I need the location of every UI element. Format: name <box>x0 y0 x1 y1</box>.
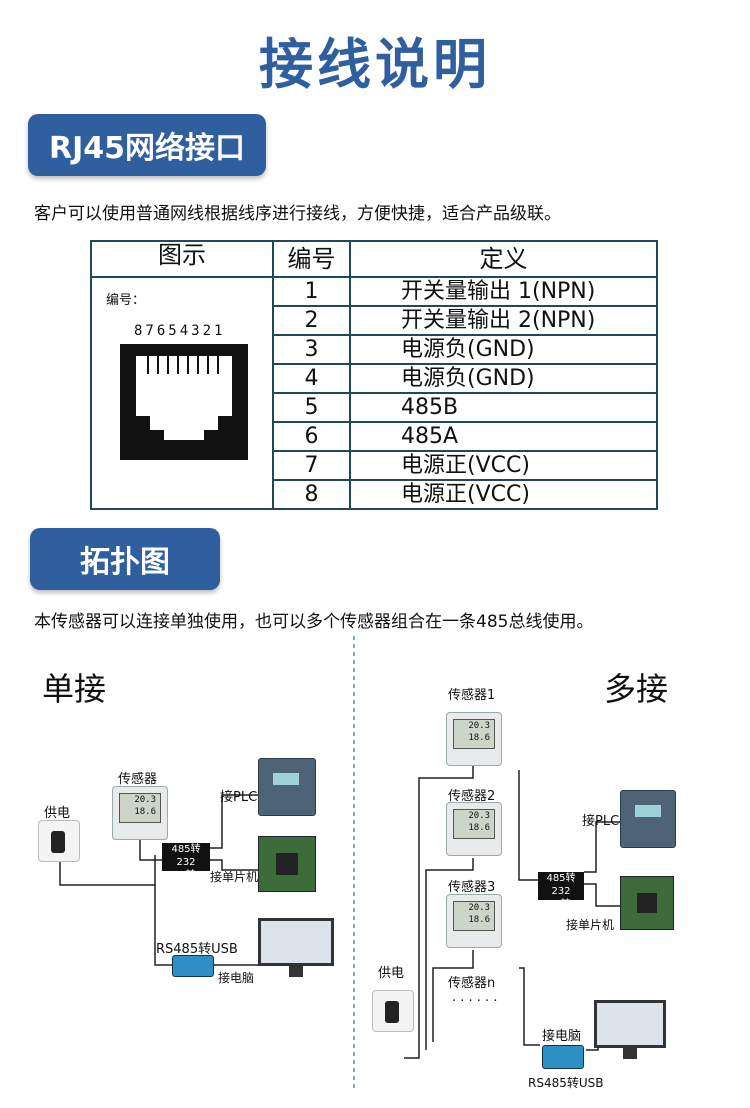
reading-line2: 18.6 <box>468 823 490 833</box>
multi-plc-label: 接PLC <box>582 814 620 829</box>
table-header-definition: 定义 <box>349 240 658 278</box>
pin-definition: 开关量输出 1(NPN) <box>349 276 658 307</box>
multi-usb-converter-icon <box>542 1045 584 1069</box>
figure-pin-digits: 87654321 <box>134 323 226 339</box>
single-plc-label: 接PLC <box>220 790 258 805</box>
plc-device-icon <box>258 758 316 816</box>
pin-number: 2 <box>272 305 351 336</box>
pin-number: 6 <box>272 421 351 452</box>
table-header-number: 编号 <box>272 240 351 278</box>
pin-definition: 开关量输出 2(NPN) <box>349 305 658 336</box>
topology-description: 本传感器可以连接单独使用，也可以多个传感器组合在一条485总线使用。 <box>34 612 594 632</box>
page-title: 接线说明 <box>259 33 491 96</box>
multi-sensor1-device: 20.3 18.6 <box>446 712 502 766</box>
pin-number: 4 <box>272 363 351 394</box>
single-heading: 单接 <box>42 670 107 708</box>
pin-definition: 电源负(GND) <box>349 363 658 394</box>
single-power-label: 供电 <box>44 806 71 821</box>
section-badge-topology: 拓扑图 <box>30 528 220 590</box>
mcu-board-icon <box>258 836 316 892</box>
pin-number: 8 <box>272 479 351 510</box>
multi-mcu-board-icon <box>620 876 674 930</box>
table-header-row: 图示 编号 定义 <box>90 240 658 278</box>
multi-mcu-label: 接单片机 <box>566 918 615 932</box>
multi-converter: 485转232 485转IC <box>538 872 584 910</box>
usb-converter-icon <box>172 955 214 977</box>
reading-line1: 20.3 <box>468 811 490 821</box>
single-sensor-label: 传感器 <box>118 772 158 787</box>
multi-power-label: 供电 <box>378 966 405 981</box>
rj45-figure-cell: 编号： 87654321 <box>90 276 274 510</box>
multi-usb-label: RS485转USB <box>528 1076 604 1090</box>
multi-dots: · · · · · · <box>452 994 498 1009</box>
multi-heading: 多接 <box>604 670 669 708</box>
topology-divider <box>353 636 355 1088</box>
single-usb-label: RS485转USB <box>156 942 238 957</box>
table-header-figure: 图示 <box>90 240 274 278</box>
single-converter: 485转232 485转IC <box>162 843 210 881</box>
converter-line1: 485转232 <box>171 844 201 868</box>
multi-computer-monitor-icon <box>594 1000 666 1059</box>
reading-line2: 18.6 <box>468 915 490 925</box>
multi-sensor3-device: 20.3 18.6 <box>446 894 502 948</box>
pin-definition: 电源正(VCC) <box>349 479 658 510</box>
reading-line1: 20.3 <box>468 903 490 913</box>
rj45-port-icon <box>120 344 248 460</box>
single-mcu-label: 接单片机 <box>210 870 259 884</box>
section-badge-rj45: RJ45网络接口 <box>28 114 266 176</box>
multi-sensor2-label: 传感器2 <box>448 789 496 804</box>
pin-number: 3 <box>272 334 351 365</box>
multi-plc-device-icon <box>620 790 676 848</box>
reading-line2: 18.6 <box>134 807 156 817</box>
rj45-description: 客户可以使用普通网线根据线序进行接线，方便快捷，适合产品级联。 <box>34 204 561 224</box>
figure-label: 编号： <box>106 293 146 308</box>
multi-sensorn-label: 传感器n <box>448 976 496 991</box>
pin-definition: 485B <box>349 392 658 423</box>
multi-sensor2-device: 20.3 18.6 <box>446 802 502 856</box>
pin-number: 1 <box>272 276 351 307</box>
multi-power-outlet-icon <box>372 990 414 1032</box>
multi-pc-label: 接电脑 <box>542 1029 582 1044</box>
sensor-screen: 20.3 18.6 <box>119 793 161 823</box>
computer-monitor-icon <box>258 918 334 977</box>
multi-sensor3-label: 传感器3 <box>448 880 496 895</box>
reading-line2: 18.6 <box>468 733 490 743</box>
converter-line2: 485转IC <box>166 870 206 881</box>
reading-line1: 20.3 <box>134 795 156 805</box>
pin-definition-table: 图示 编号 定义 编号： 87654321 1 <box>90 240 658 510</box>
pin-definition: 485A <box>349 421 658 452</box>
pin-definition: 电源负(GND) <box>349 334 658 365</box>
single-sensor-device: 20.3 18.6 <box>112 786 168 840</box>
converter-line1: 485转232 <box>546 873 576 897</box>
power-outlet-icon <box>38 820 80 862</box>
reading-line1: 20.3 <box>468 721 490 731</box>
single-pc-label: 接电脑 <box>218 971 255 985</box>
pin-definition: 电源正(VCC) <box>349 450 658 481</box>
table-row: 编号： 87654321 1 开关量输出 1(NPN) <box>90 276 658 510</box>
multi-sensor1-label: 传感器1 <box>448 688 496 703</box>
pin-number: 7 <box>272 450 351 481</box>
converter-line2: 485转IC <box>541 899 581 910</box>
pin-number: 5 <box>272 392 351 423</box>
